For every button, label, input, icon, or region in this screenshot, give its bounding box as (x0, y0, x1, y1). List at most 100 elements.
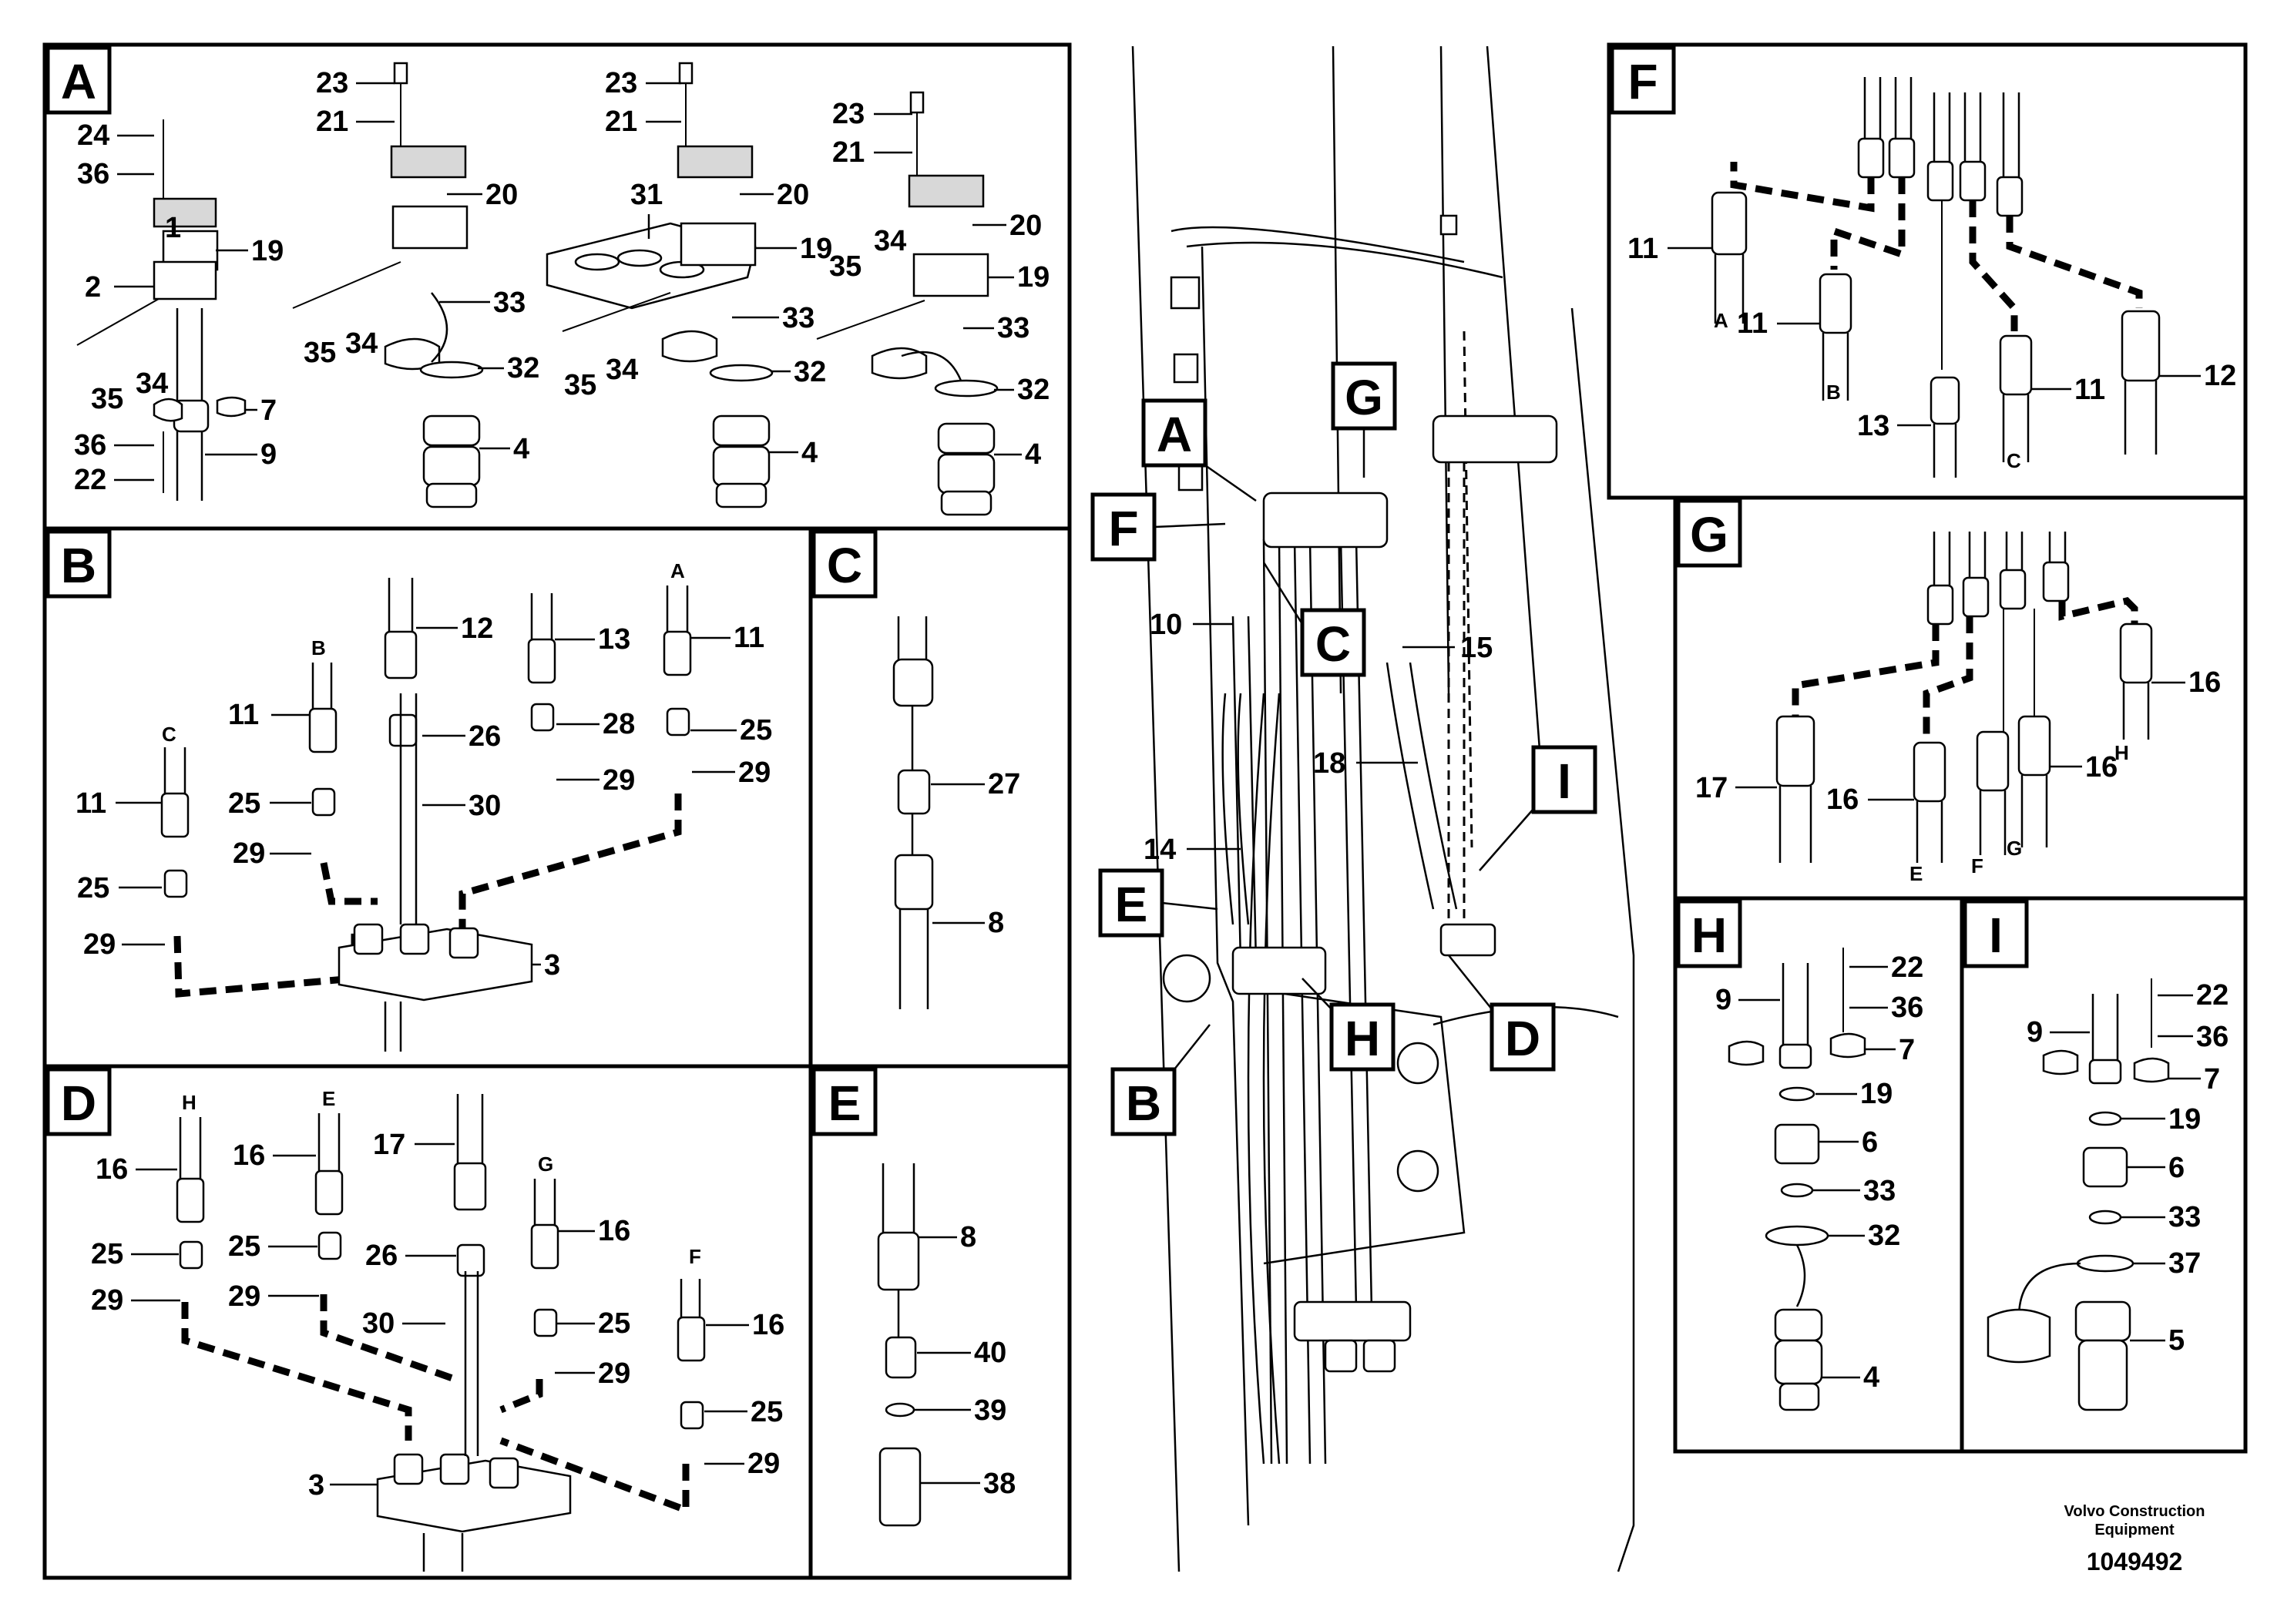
panel-c-frame (808, 526, 1072, 1069)
svg-text:3: 3 (544, 949, 560, 981)
svg-text:29: 29 (603, 764, 635, 797)
svg-text:5: 5 (2168, 1324, 2185, 1357)
panel-i-label: I (1989, 908, 2003, 963)
svg-text:4: 4 (1025, 438, 1041, 471)
view-label-g: G (1331, 361, 1397, 478)
svg-text:33: 33 (493, 287, 526, 319)
svg-text:F: F (1108, 501, 1138, 556)
svg-text:32: 32 (507, 352, 539, 384)
svg-text:G: G (1345, 370, 1383, 425)
panel-b-callouts: A B C 12 13 11 11 26 28 25 11 25 29 30 2… (76, 559, 772, 981)
svg-text:E: E (1115, 877, 1148, 932)
svg-text:38: 38 (983, 1468, 1016, 1500)
svg-text:11: 11 (1737, 307, 1768, 340)
svg-text:16: 16 (2188, 666, 2221, 699)
svg-text:B: B (1826, 381, 1841, 404)
svg-text:35: 35 (564, 369, 596, 401)
panel-e-callouts: 8 40 39 38 (914, 1221, 1016, 1500)
svg-text:36: 36 (74, 429, 106, 461)
svg-text:40: 40 (974, 1337, 1006, 1369)
drawing-number: 1049492 (2087, 1548, 2183, 1575)
panel-d-label: D (61, 1075, 96, 1131)
svg-text:34: 34 (345, 327, 378, 360)
svg-text:7: 7 (1899, 1034, 1915, 1066)
svg-text:25: 25 (751, 1396, 783, 1428)
svg-text:9: 9 (2027, 1016, 2043, 1049)
panel-g-label: G (1690, 507, 1728, 562)
svg-text:15: 15 (1460, 632, 1493, 664)
svg-text:26: 26 (469, 720, 501, 753)
panel-tag-h: H (1676, 899, 1742, 968)
svg-text:16: 16 (1826, 783, 1859, 816)
svg-text:35: 35 (829, 250, 862, 283)
svg-text:F: F (1971, 854, 1983, 877)
svg-text:36: 36 (1891, 992, 1923, 1024)
svg-text:19: 19 (800, 233, 832, 265)
svg-text:25: 25 (598, 1307, 630, 1340)
svg-text:29: 29 (598, 1357, 630, 1390)
svg-text:16: 16 (598, 1215, 630, 1247)
svg-text:18: 18 (1313, 747, 1345, 780)
svg-text:24: 24 (77, 119, 109, 152)
panel-f-label: F (1627, 54, 1658, 109)
svg-text:17: 17 (373, 1129, 405, 1161)
svg-text:11: 11 (2074, 374, 2105, 406)
svg-text:22: 22 (2196, 979, 2229, 1012)
svg-text:E: E (322, 1087, 335, 1110)
svg-text:A: A (670, 559, 685, 582)
svg-text:23: 23 (832, 98, 865, 130)
panel-a-callouts-2: 23 21 20 19 33 32 4 23 21 20 19 33 32 4 … (304, 67, 1050, 471)
publisher-line-2: Equipment (2094, 1522, 2175, 1538)
svg-text:6: 6 (2168, 1152, 2185, 1184)
svg-text:11: 11 (734, 622, 764, 654)
svg-text:11: 11 (228, 699, 259, 731)
svg-text:29: 29 (233, 837, 265, 870)
svg-text:4: 4 (801, 437, 818, 469)
panel-c-art (892, 616, 934, 1009)
svg-text:29: 29 (738, 757, 771, 789)
view-label-i: I (1479, 745, 1597, 871)
panel-tag-b: B (45, 529, 112, 599)
svg-text:30: 30 (362, 1307, 395, 1340)
svg-text:H: H (1345, 1011, 1380, 1066)
svg-text:29: 29 (83, 928, 116, 961)
panel-a-label: A (61, 54, 96, 109)
svg-text:D: D (1505, 1011, 1540, 1066)
svg-text:21: 21 (832, 136, 865, 169)
svg-text:26: 26 (365, 1240, 398, 1272)
svg-text:I: I (1557, 753, 1571, 809)
overview-callouts: 10 15 18 14 (1144, 609, 1493, 866)
svg-text:23: 23 (316, 67, 348, 99)
panel-b-label: B (61, 538, 96, 593)
panel-f-frame (1607, 42, 2248, 500)
panel-h-label: H (1691, 908, 1727, 963)
svg-text:27: 27 (988, 768, 1020, 800)
svg-text:B: B (311, 636, 326, 659)
svg-text:36: 36 (2196, 1021, 2229, 1053)
svg-text:39: 39 (974, 1394, 1006, 1427)
view-label-b: B (1110, 1024, 1211, 1136)
panel-h-callouts: 9 22 36 7 19 6 33 32 4 (1715, 951, 1923, 1394)
svg-text:9: 9 (260, 438, 277, 471)
svg-text:2: 2 (85, 271, 101, 304)
svg-text:19: 19 (251, 235, 284, 267)
svg-text:16: 16 (96, 1153, 128, 1186)
panel-tag-a: A (45, 45, 112, 115)
svg-text:A: A (1157, 407, 1192, 462)
svg-text:C: C (2007, 449, 2021, 472)
panel-i-art (1987, 978, 2170, 1411)
svg-text:19: 19 (1860, 1078, 1893, 1110)
panel-frames (42, 42, 2248, 1580)
panel-c-callouts: 27 8 (931, 768, 1020, 939)
svg-text:G: G (538, 1153, 553, 1176)
svg-text:22: 22 (74, 464, 106, 496)
panel-tag-g: G (1676, 498, 1742, 568)
panel-tag-d: D (45, 1067, 112, 1136)
panel-tag-f: F (1610, 45, 1676, 115)
svg-text:32: 32 (794, 356, 826, 388)
panel-i-callouts: 9 22 36 7 19 6 33 37 5 (2027, 979, 2229, 1357)
view-label-c: C (1262, 562, 1366, 677)
svg-text:35: 35 (91, 383, 123, 415)
overview-view-labels: A F C G E H B D I (1090, 361, 1597, 1136)
